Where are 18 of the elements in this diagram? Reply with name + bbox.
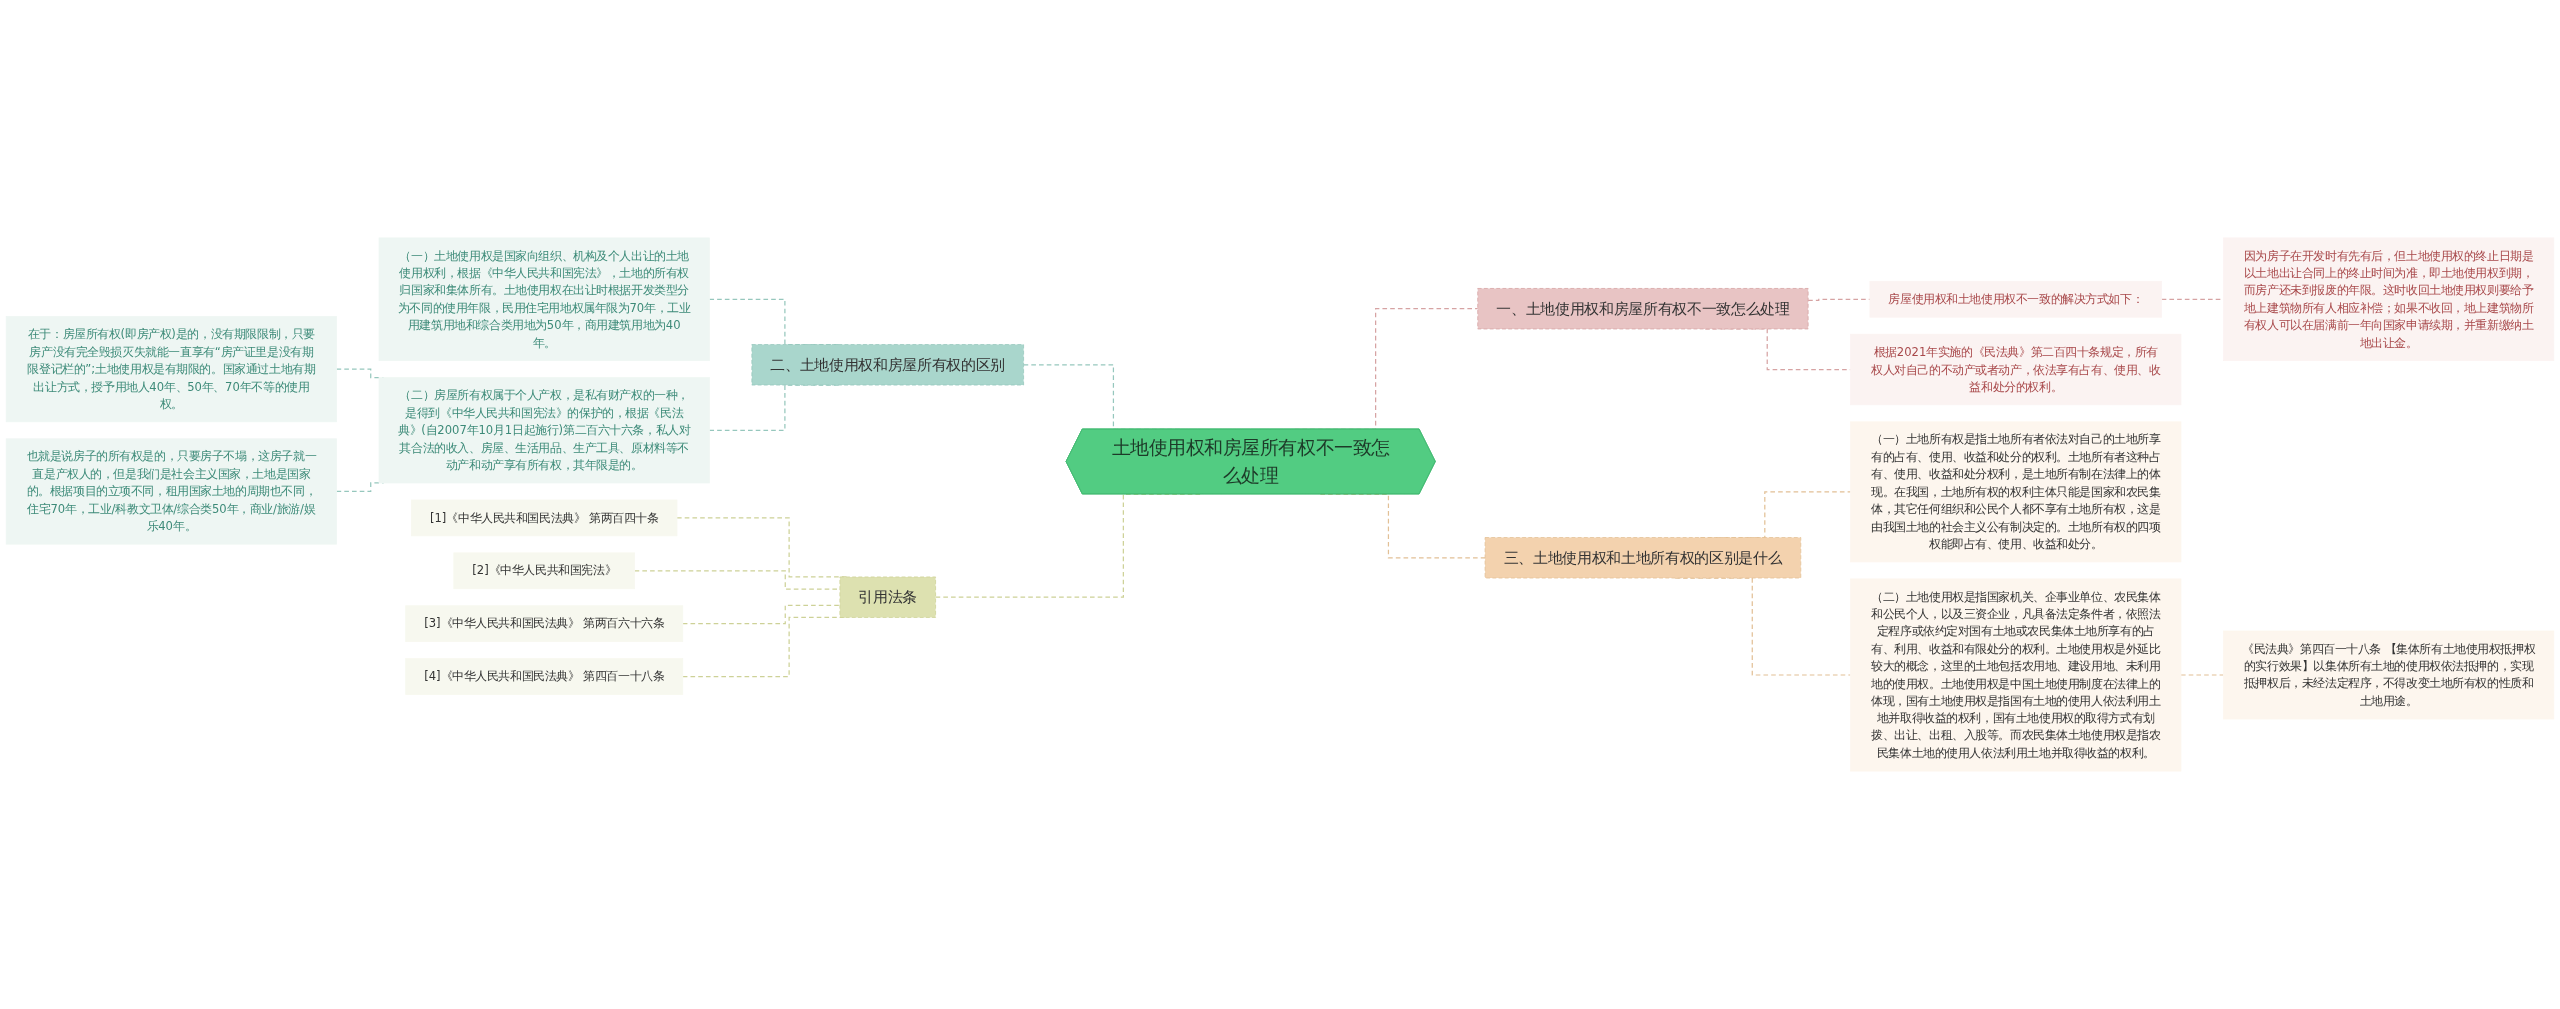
node-box: （一）土地所有权是指土地所有者依法对自己的土地所享有的占有、使用、收益和处分的权利。土地所有者这种占有、使用、收益和处分权利，是土地所有制在法律上的体现。在我国，土地所有权的权利主体只能是国家和农民集体，其它任何组织和公民个人都不享有土地所有权，这是由我国土地的社会主义公有制决定的。土地所有权的四项权能即占有、使用、收益和处分。 xyxy=(1850,421,2182,563)
node-box: 引用法条 xyxy=(839,576,936,618)
node-box: 《民法典》第四百一十八条 【集体所有土地使用权抵押权的实行效果】以集体所有土地的使用权依法抵押的，实现抵押权后，未经法定程序，不得改变土地所有权的性质和土地用途。 xyxy=(2223,630,2555,720)
node-box: 二、土地使用权和房屋所有权的区别 xyxy=(751,344,1024,386)
node-box: 在于：房屋所有权(即房产权)是的，没有期限限制，只要房产没有完全毁损灭失就能一直享有“房产证里是没有期限登记栏的”;土地使用权是有期限的。国家通过土地有期出让方式，授予用地人40年、50年、70年不等的使用权。 xyxy=(5,316,337,423)
node-box: （二）土地使用权是指国家机关、企事业单位、农民集体和公民个人，以及三资企业，凡具备法定条件者，依照法定程序或依约定对国有土地或农民集体土地所享有的占有、利用、收益和有限处分的权利。土地使用权是外延比较大的概念，这里的土地包括农用地、建设用地、未利用地的使用权。土地使用权是中国土地使用制度在法律上的体现，国有土地使用权是指国有土地的使用人依法利用土地并取得收益的权利，国有土地使用权的取得方式有划拨、出让、出租、入股等。而农民集体土地使用权是指农民集体土地的使用人依法利用土地并取得收益的权利。 xyxy=(1850,578,2182,772)
node-box: 也就是说房子的所有权是的，只要房子不塌，这房子就一直是产权人的，但是我们是社会主义国家，土地是国家的。根据项目的立项不同，租用国家土地的周期也不同，住宅70年，工业/科教文卫体/综合类50年，商业/旅游/娱乐40年。 xyxy=(5,438,337,545)
node-box: 房屋使用权和土地使用权不一致的解决方式如下： xyxy=(1869,280,2163,318)
node-box: [2]《中华人民共和国宪法》 xyxy=(453,552,635,590)
node-box: [4]《中华人民共和国民法典》 第四百一十八条 xyxy=(405,658,684,695)
connector xyxy=(2180,674,2225,676)
node-box: 一、土地使用权和房屋所有权不一致怎么处理 xyxy=(1477,288,1809,330)
node-box: （一）土地使用权是国家向组织、机构及个人出让的土地使用权利，根据《中华人民共和国宪法》，土地的所有权归国家和集体所有。土地使用权在出让时根据开发类型分为不同的使用年限，民用住宅用地权属年限为70年，工业用建筑用地和综合类用地为50年，商用建筑用地为40年。 xyxy=(378,237,710,361)
connector xyxy=(682,604,841,625)
node-box: [1]《中华人民共和国民法典》 第两百四十条 xyxy=(411,499,678,537)
node-box: 三、土地使用权和土地所有权的区别是什么 xyxy=(1484,537,1802,579)
node-box: [3]《中华人民共和国民法典》 第两百六十六条 xyxy=(405,605,684,642)
node-box: （二）房屋所有权属于个人产权，是私有财产权的一种，是得到《中华人民共和国宪法》的保护的，根据《民法典》(自2007年10月1日起施行)第二百六十六条，私人对其合法的收入、房屋、生活用品、生产工具、原材料等不动产和动产享有所有权，其年限是的。 xyxy=(378,377,710,484)
